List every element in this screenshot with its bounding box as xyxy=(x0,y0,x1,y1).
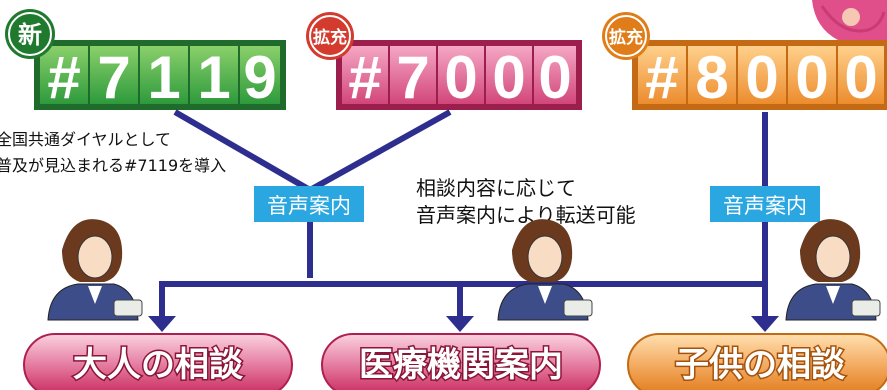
number-7119-group: # 7 1 1 9 新 xyxy=(5,9,286,111)
digit: 1 xyxy=(197,44,230,111)
routing-arrows xyxy=(148,316,779,332)
badge-expanded-8000 xyxy=(602,12,650,60)
digit: 7 xyxy=(97,44,130,111)
badge-expanded-label: 拡充 xyxy=(313,27,347,48)
arrow-down-icon xyxy=(148,316,176,332)
number-8000-group: # 8 0 0 0 拡充 xyxy=(602,12,887,111)
digit: # xyxy=(645,44,678,111)
svg-text:音声案内: 音声案内 xyxy=(267,194,351,218)
mother-child-illustration xyxy=(812,0,887,47)
digit: 0 xyxy=(795,44,828,111)
destination-child-consultation: 子供の相談 xyxy=(627,333,887,390)
note-line: 音声案内により転送可能 xyxy=(416,203,636,227)
digit: 7 xyxy=(396,44,429,111)
operator-illustration-left xyxy=(47,219,143,321)
digit: 9 xyxy=(243,44,276,111)
arrow-down-icon xyxy=(446,316,474,332)
note-7119: 全国共通ダイヤルとして 普及が見込まれる#7119を導入 xyxy=(0,130,226,175)
digit: # xyxy=(348,44,381,111)
note-line: 全国共通ダイヤルとして xyxy=(0,130,171,149)
voice-guidance-label-left: 音声案内 xyxy=(254,186,364,222)
digit: 0 xyxy=(538,44,571,111)
voice-guidance-label-right: 音声案内 xyxy=(710,186,820,222)
svg-text:音声案内: 音声案内 xyxy=(723,194,807,218)
badge-new xyxy=(5,9,55,59)
number-7000-digits: # 7 0 0 0 xyxy=(348,44,571,111)
digit: 0 xyxy=(492,44,525,111)
digit: 8 xyxy=(695,44,728,111)
digit: 0 xyxy=(444,44,477,111)
destination-medical-institution-guide: 医療機関案内 xyxy=(321,333,601,390)
digit: 1 xyxy=(147,44,180,111)
digit: 0 xyxy=(844,44,877,111)
operator-illustration-right xyxy=(785,219,881,321)
number-7119-tiles xyxy=(40,46,280,104)
operator-illustration-middle xyxy=(497,219,593,321)
badge-expanded-label: 拡充 xyxy=(609,27,643,48)
number-8000-digits: # 8 0 0 0 xyxy=(645,44,877,111)
note-line: 相談内容に応じて xyxy=(416,176,576,200)
transfer-note: 相談内容に応じて 音声案内により転送可能 xyxy=(416,176,636,227)
digit: # xyxy=(47,44,80,111)
badge-expanded-7000 xyxy=(306,12,354,60)
number-7119-digits: # 7 1 1 9 xyxy=(47,44,276,111)
destination-label: 大人の相談 xyxy=(73,345,244,385)
badge-new-label: 新 xyxy=(18,21,42,49)
destination-label: 医療機関案内 xyxy=(359,345,563,385)
destination-adult-consultation: 大人の相談 xyxy=(23,333,293,390)
note-line: 普及が見込まれる#7119を導入 xyxy=(0,156,226,175)
destination-label: 子供の相談 xyxy=(675,345,846,385)
number-7000-group: # 7 0 0 0 拡充 xyxy=(306,12,582,111)
arrow-down-icon xyxy=(751,316,779,332)
digit: 0 xyxy=(745,44,778,111)
